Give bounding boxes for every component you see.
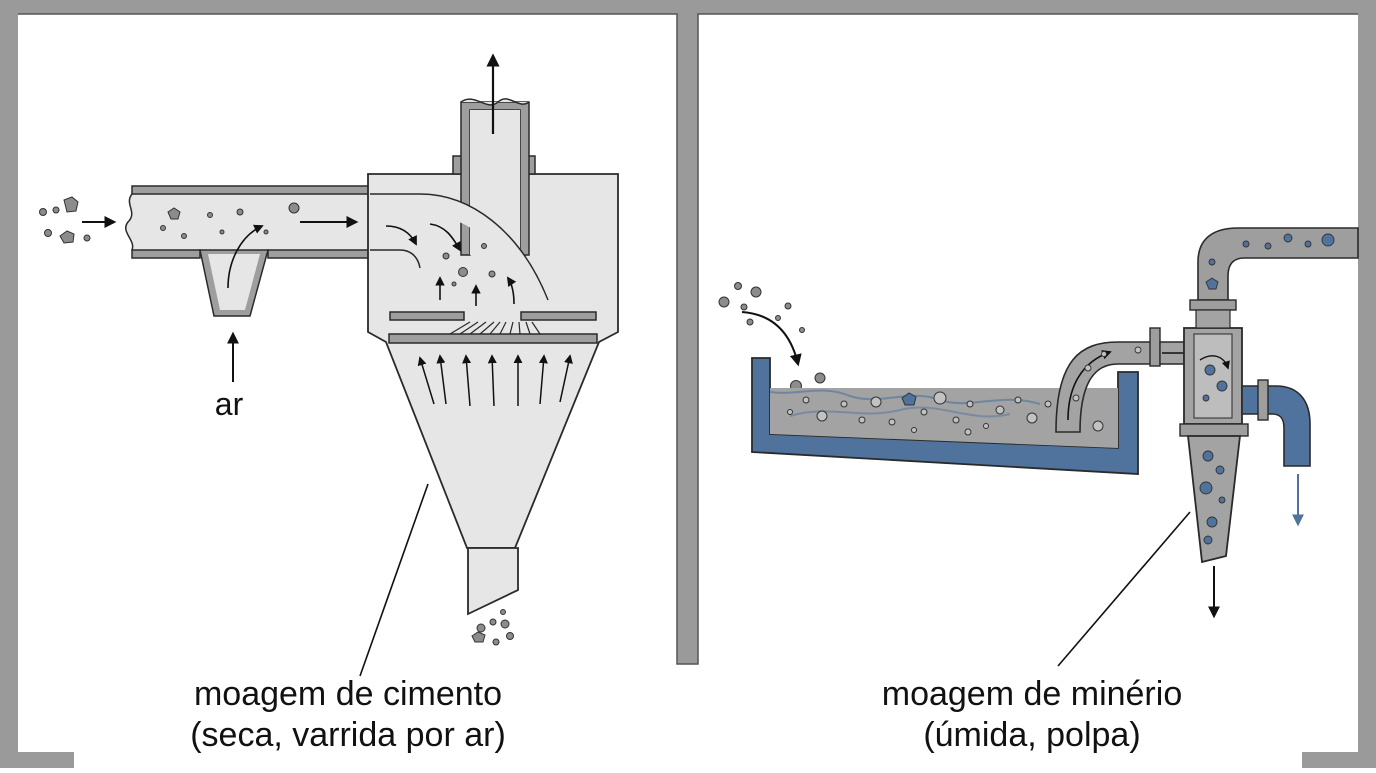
- air-inlet-hopper: [199, 224, 269, 317]
- overflow-pipe: [1241, 379, 1311, 527]
- ore-caption-line2: (úmida, polpa): [923, 716, 1140, 754]
- cement-caption-line2: (seca, varrida por ar): [190, 716, 506, 754]
- ore-feed-arrow: [741, 311, 802, 367]
- panel-divider: [677, 0, 698, 664]
- feed-particles: [39, 196, 91, 244]
- updraft-arrows: [417, 354, 573, 407]
- return-pipe: [1189, 227, 1359, 329]
- product-particles: [471, 609, 514, 646]
- ore-leader-line: [1057, 511, 1191, 667]
- cement-caption-line1: moagem de cimento: [194, 675, 502, 713]
- suction-pipe: [1055, 327, 1161, 433]
- cement-grinding-panel: ar: [39, 53, 619, 754]
- ore-grinding-panel: moagem de minério (úmida, polpa): [718, 227, 1359, 754]
- ore-caption-line1: moagem de minério: [882, 675, 1182, 713]
- cement-leader-line: [359, 483, 429, 677]
- separator-particles: [442, 243, 496, 287]
- ore-feed-particles: [718, 282, 826, 392]
- air-separator: [367, 53, 619, 616]
- air-label: ar: [215, 386, 244, 422]
- duct-particles: [160, 202, 393, 239]
- hydrocyclone: [1159, 327, 1249, 619]
